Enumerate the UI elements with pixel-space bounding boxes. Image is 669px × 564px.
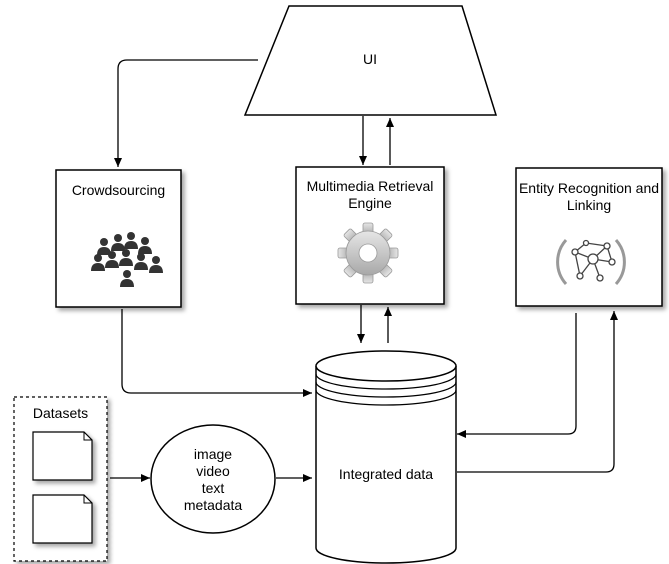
entity-box bbox=[515, 167, 663, 307]
data-types-list: image video text metadata bbox=[163, 446, 263, 514]
arrow-crowdsourcing-to-db bbox=[121, 309, 312, 397]
data-type-item: video bbox=[196, 463, 230, 479]
datasets-label: Datasets bbox=[32, 405, 89, 421]
arrow-ui-to-crowdsourcing bbox=[114, 59, 258, 167]
ui-trapezoid bbox=[243, 5, 498, 116]
document-icon bbox=[32, 494, 93, 544]
entity-label: Entity Recognition and Linking bbox=[518, 180, 660, 213]
arrow-db-to-entity bbox=[457, 311, 618, 473]
ui-label: UI bbox=[363, 51, 377, 67]
arrow-entity-to-db bbox=[457, 313, 577, 438]
document-icon bbox=[32, 431, 93, 481]
integrated-data-cylinder bbox=[315, 350, 457, 564]
people-group-icon bbox=[91, 232, 163, 287]
connectors bbox=[110, 59, 618, 482]
data-types-ellipse bbox=[150, 424, 276, 534]
gear-icon bbox=[337, 222, 399, 284]
integrated-data-label: Integrated data bbox=[338, 466, 434, 482]
data-type-item: text bbox=[201, 480, 225, 496]
retrieval-label: Multimedia Retrieval Engine bbox=[306, 178, 434, 211]
data-type-item: metadata bbox=[183, 497, 243, 513]
data-type-item: image bbox=[193, 446, 233, 462]
crowdsourcing-label: Crowdsourcing bbox=[71, 182, 166, 198]
network-graph-icon bbox=[556, 239, 626, 285]
